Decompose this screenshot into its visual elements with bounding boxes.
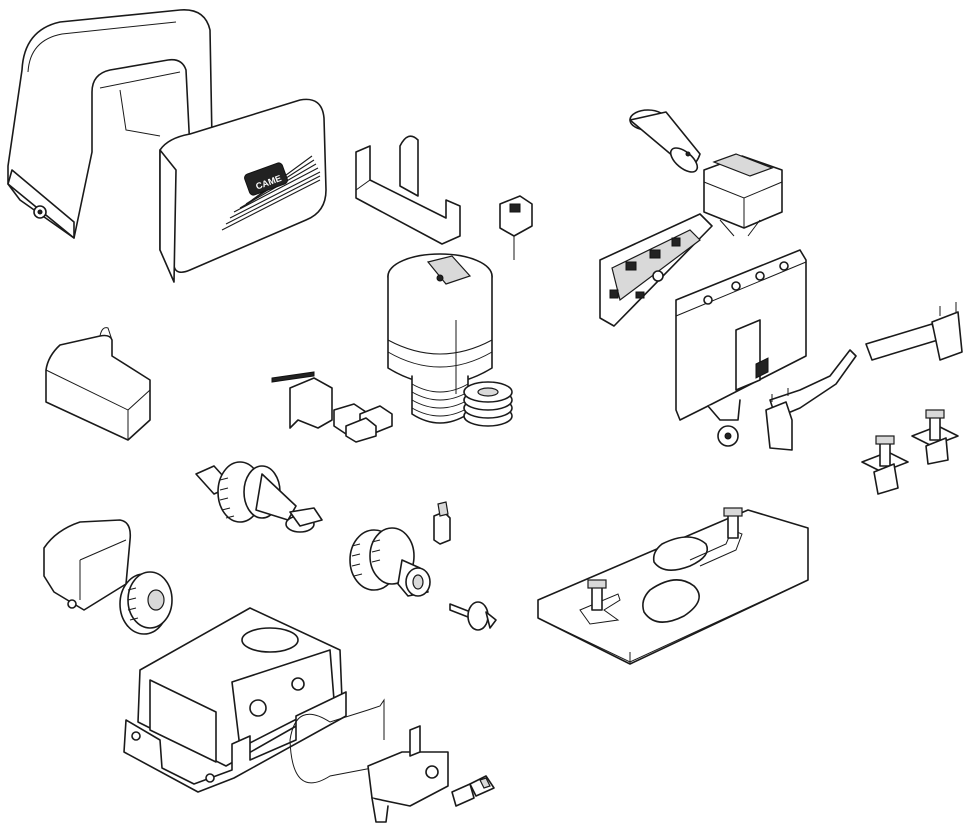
output-gear-shaft xyxy=(195,461,323,533)
electric-motor xyxy=(387,253,493,424)
came-logo: CAME xyxy=(244,162,288,196)
pulley-disks xyxy=(463,381,513,427)
release-lever-parts xyxy=(271,371,393,443)
pinion-gear xyxy=(119,571,173,635)
limit-switch xyxy=(499,195,533,260)
anchor-bolts xyxy=(861,409,959,495)
control-board xyxy=(599,213,713,327)
small-pin xyxy=(433,501,451,545)
limit-bracket-2 xyxy=(865,302,963,361)
mounting-plate xyxy=(675,249,807,447)
motor-bracket xyxy=(355,135,461,245)
gear-cover xyxy=(43,519,132,611)
transformer xyxy=(703,153,783,237)
release-key xyxy=(451,775,495,807)
shaft-washer xyxy=(449,601,497,631)
gearbox-housing xyxy=(123,607,347,793)
limit-bracket-1 xyxy=(765,349,857,451)
outer-cover xyxy=(7,9,213,239)
capacitor xyxy=(629,109,701,173)
front-cover: CAME xyxy=(159,98,327,283)
intermediate-gear xyxy=(349,527,431,597)
release-lever xyxy=(289,698,449,823)
small-cover xyxy=(45,327,151,441)
foundation-plate xyxy=(537,507,809,665)
